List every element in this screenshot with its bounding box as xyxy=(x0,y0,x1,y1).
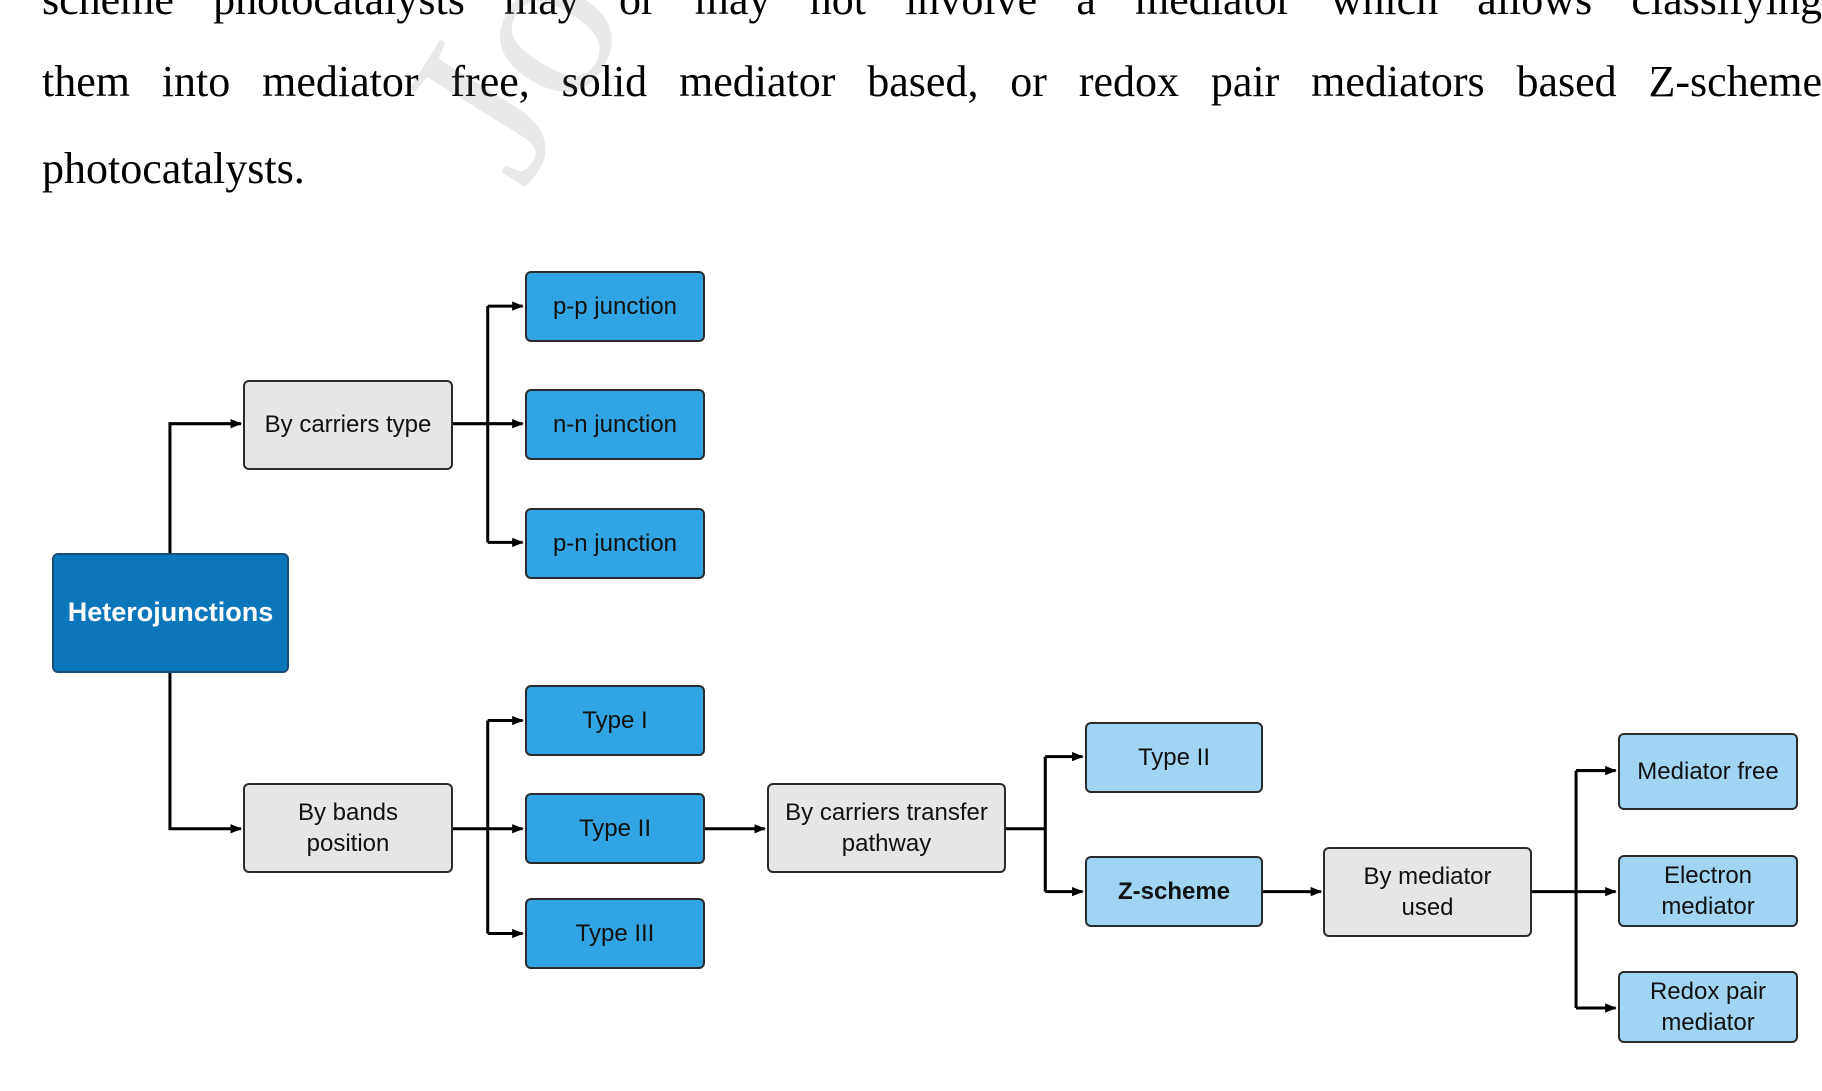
node-by-carriers-type: By carriers type xyxy=(243,380,453,470)
node-nn-junction: n-n junction xyxy=(525,389,705,460)
paragraph-line-1: scheme photocatalysts may or may not inv… xyxy=(42,0,1822,22)
node-type-i: Type I xyxy=(525,685,705,756)
node-electron-mediator: Electron mediator xyxy=(1618,855,1798,927)
node-z-scheme: Z-scheme xyxy=(1085,856,1263,927)
paragraph-line-3: photocatalysts. xyxy=(42,144,305,193)
node-type-iii: Type III xyxy=(525,898,705,969)
node-heterojunctions: Heterojunctions xyxy=(52,553,289,673)
node-carriers-transfer-pathway: By carriers transfer pathway xyxy=(767,783,1006,873)
node-pn-junction: p-n junction xyxy=(525,508,705,579)
node-redox-pair-mediator: Redox pair mediator xyxy=(1618,971,1798,1043)
node-type-ii: Type II xyxy=(525,793,705,864)
edge-root-carriers xyxy=(168,419,243,555)
node-type-ii-transfer: Type II xyxy=(1085,722,1263,793)
node-mediator-free: Mediator free xyxy=(1618,733,1798,810)
node-pp-junction: p-p junction xyxy=(525,271,705,342)
paragraph-line-2: them into mediator free, solid mediator … xyxy=(42,57,1822,106)
node-by-bands-position: By bands position xyxy=(243,783,453,873)
edge-root-bands xyxy=(168,672,243,834)
node-by-mediator-used: By mediator used xyxy=(1323,847,1532,937)
